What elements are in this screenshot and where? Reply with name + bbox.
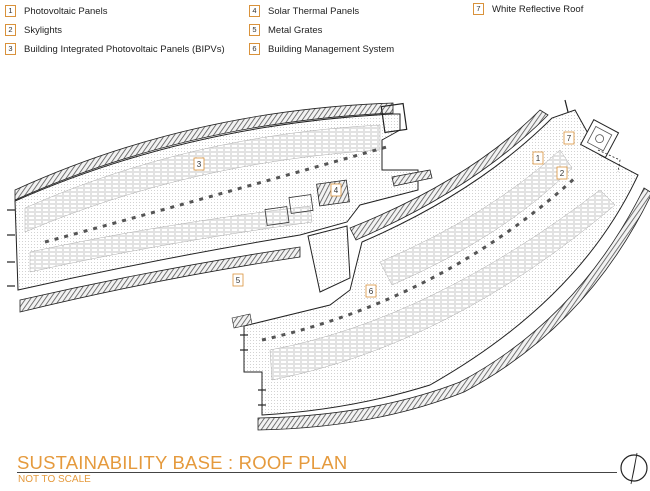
connector-walkway bbox=[307, 225, 351, 293]
right-wing-south-band bbox=[257, 187, 650, 431]
legend-label-1: Photovoltaic Panels bbox=[24, 5, 108, 17]
title-rule bbox=[17, 472, 617, 473]
legend-item-3: 3 Building Integrated Photovoltaic Panel… bbox=[5, 43, 225, 55]
callout-6: 6 bbox=[365, 284, 377, 298]
callout-3: 3 bbox=[193, 157, 205, 171]
legend-label-4: Solar Thermal Panels bbox=[268, 5, 360, 17]
legend-number-6: 6 bbox=[249, 43, 260, 55]
legend-item-2: 2 Skylights bbox=[5, 24, 62, 36]
callout-2: 2 bbox=[556, 166, 568, 180]
callout-6-label: 6 bbox=[369, 287, 374, 296]
legend-number-4: 4 bbox=[249, 5, 260, 17]
legend-number-5: 5 bbox=[249, 24, 260, 36]
legend-label-5: Metal Grates bbox=[268, 24, 323, 36]
legend-number-3: 3 bbox=[5, 43, 16, 55]
callout-4-label: 4 bbox=[334, 186, 339, 195]
legend-item-6: 6 Building Management System bbox=[249, 43, 394, 55]
callout-1-label: 1 bbox=[536, 154, 541, 163]
legend-item-7: 7 White Reflective Roof bbox=[473, 3, 583, 15]
right-wing-panel-field-north bbox=[379, 149, 573, 286]
right-wing-top-band bbox=[349, 109, 549, 241]
legend-label-2: Skylights bbox=[24, 24, 63, 36]
left-wing-skylight-row bbox=[44, 144, 391, 244]
drawing-title: SUSTAINABILITY BASE : ROOF PLAN bbox=[17, 452, 348, 473]
legend-item-4: 4 Solar Thermal Panels bbox=[249, 5, 359, 17]
legend-item-5: 5 Metal Grates bbox=[249, 24, 322, 36]
legend-number-2: 2 bbox=[5, 24, 16, 36]
north-arrow-icon bbox=[620, 452, 648, 485]
left-wing-bipv-band bbox=[14, 102, 394, 201]
callout-1: 1 bbox=[532, 151, 544, 165]
left-wing-panel-field-north bbox=[24, 124, 381, 233]
right-wing-panel-field-south bbox=[269, 189, 616, 381]
callout-4: 4 bbox=[330, 183, 342, 197]
left-wing-metal-grate-band bbox=[19, 246, 301, 313]
legend-number-7: 7 bbox=[473, 3, 484, 15]
left-wing-panel-field-south bbox=[29, 205, 313, 273]
callout-5-label: 5 bbox=[236, 276, 241, 285]
drawing-subtitle: NOT TO SCALE bbox=[18, 474, 91, 485]
legend-number-1: 1 bbox=[5, 5, 16, 17]
legend-label-7: White Reflective Roof bbox=[492, 3, 584, 15]
callout-7-label: 7 bbox=[567, 134, 572, 143]
white-reflective-roof-structure bbox=[579, 119, 620, 159]
callout-5: 5 bbox=[232, 273, 244, 287]
legend-item-1: 1 Photovoltaic Panels bbox=[5, 5, 107, 17]
legend-label-6: Building Management System bbox=[268, 43, 395, 55]
callout-2-label: 2 bbox=[560, 169, 565, 178]
callout-3-label: 3 bbox=[197, 160, 202, 169]
legend-label-3: Building Integrated Photovoltaic Panels … bbox=[24, 43, 225, 55]
callout-7: 7 bbox=[563, 131, 575, 145]
